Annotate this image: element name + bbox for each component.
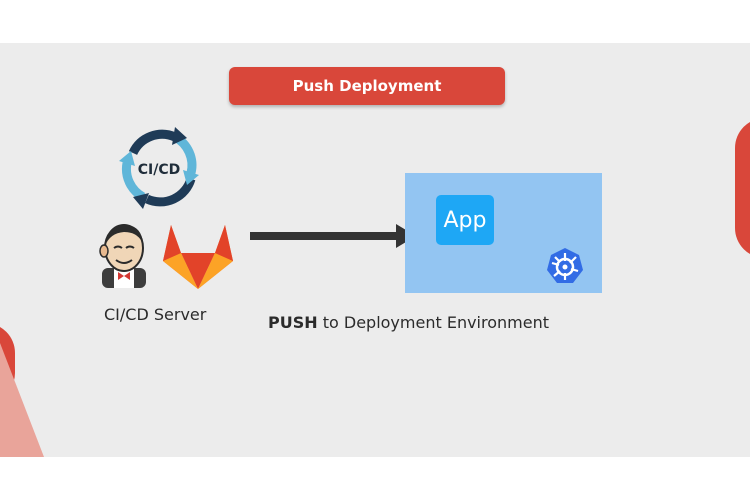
push-caption-rest: to Deployment Environment <box>317 313 549 332</box>
cicd-server-label: CI/CD Server <box>104 305 207 324</box>
cicd-icon-label: CI/CD <box>138 162 181 178</box>
cicd-cycle-icon: CI/CD <box>119 127 199 209</box>
gitlab-icon <box>163 225 233 289</box>
push-caption-bold: PUSH <box>268 313 318 332</box>
decorative-triangle-left <box>0 343 44 457</box>
decorative-shape-right <box>735 118 750 258</box>
deployment-environment: App <box>405 173 602 293</box>
slide-title: Push Deployment <box>229 67 505 105</box>
push-caption: PUSH to Deployment Environment <box>268 313 549 332</box>
app-box: App <box>436 195 494 245</box>
jenkins-icon <box>99 224 146 288</box>
slide: Push Deployment CI/CD CI/ <box>0 43 750 457</box>
kubernetes-icon <box>547 248 583 283</box>
arrow-right-icon <box>250 224 416 248</box>
